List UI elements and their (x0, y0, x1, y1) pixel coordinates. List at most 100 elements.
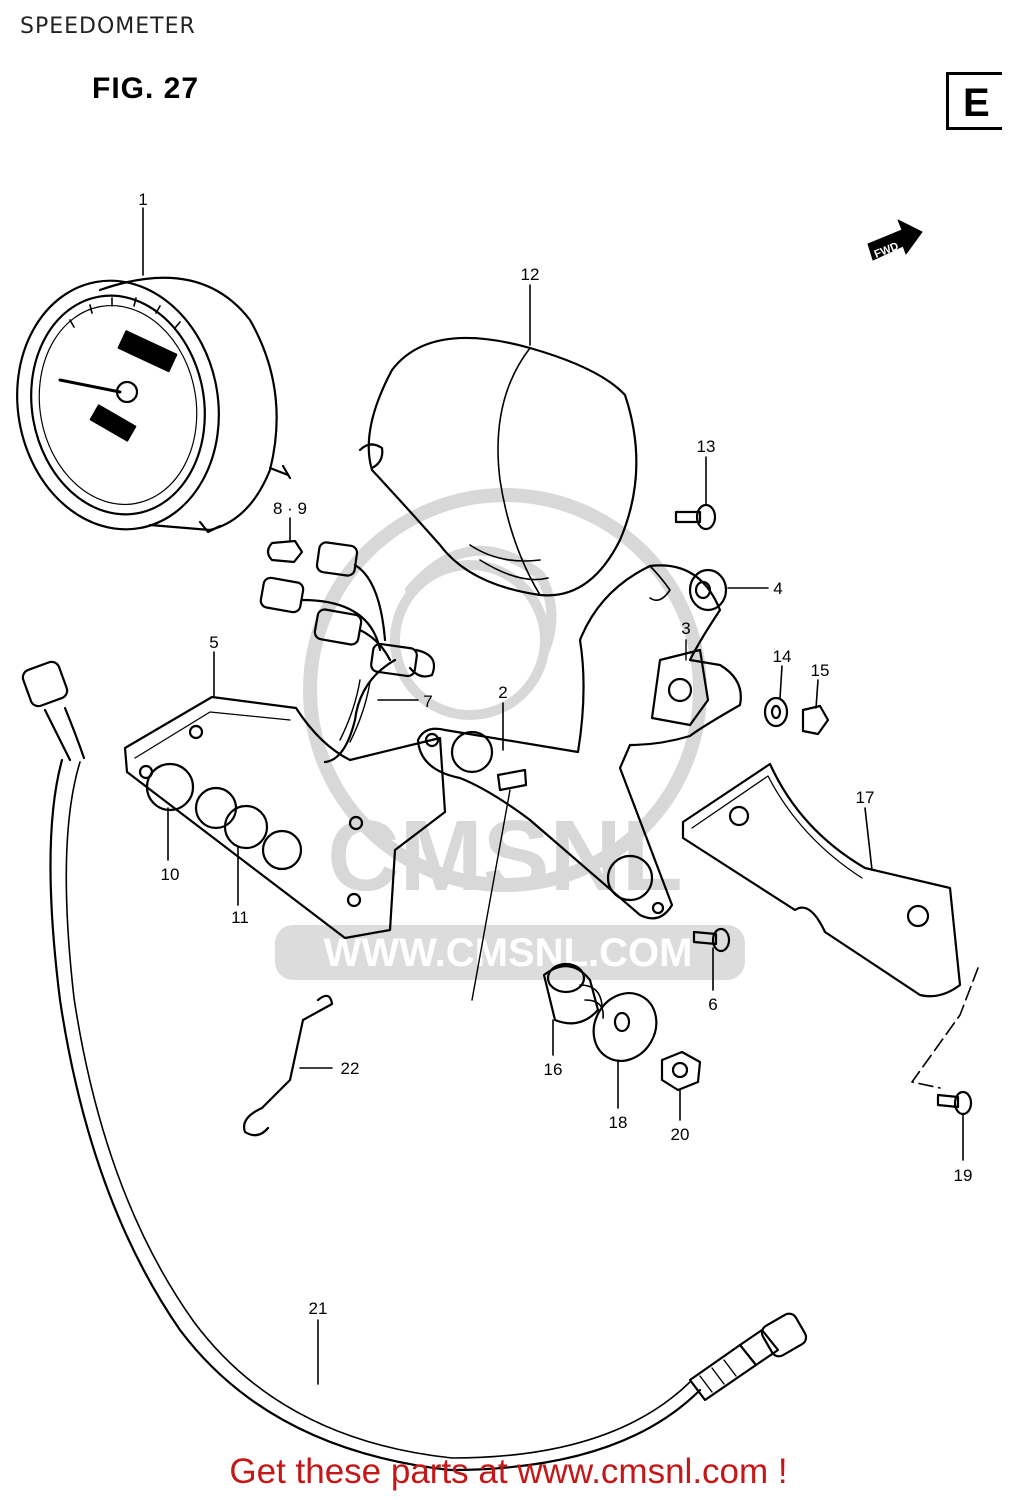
nut-20 (660, 1050, 702, 1092)
socket-b (259, 576, 305, 614)
panel-hole-4 (261, 829, 303, 871)
callout-4: 4 (773, 579, 782, 598)
watermark-url-band (275, 925, 745, 980)
screw-19-shaft (936, 1093, 960, 1109)
callout-8-9: 8 · 9 (273, 499, 307, 518)
callout-22: 22 (341, 1059, 360, 1078)
nut-15-body (801, 704, 830, 736)
trip-window (89, 404, 137, 442)
main-bracket (416, 564, 742, 1001)
switch-body (650, 648, 710, 727)
nut-20-hole (671, 1061, 689, 1079)
damper-16-ribs (579, 984, 604, 1019)
fwd-arrow-shape (867, 219, 923, 261)
screw-13-shaft (674, 510, 702, 524)
washer-14 (763, 696, 789, 728)
washer-14-hole (770, 704, 782, 720)
panel-screw-1 (138, 764, 154, 780)
bracket-hole-large (450, 730, 494, 774)
page-title: SPEEDOMETER (20, 14, 196, 39)
callout-3: 3 (681, 619, 690, 638)
grommet-4-hole (694, 580, 712, 600)
damper-16-top (546, 962, 586, 994)
callout-15: 15 (811, 661, 830, 680)
panel-outline (123, 695, 447, 940)
spring-clip-22 (243, 994, 334, 1137)
fwd-arrow-icon: FWD (867, 219, 923, 261)
cable-line (49, 758, 702, 1472)
bracket-hole-small (424, 732, 440, 748)
damper-16-body (542, 965, 600, 1025)
wiring-harness (259, 539, 436, 764)
bracket-bolt (496, 768, 528, 792)
gauge-tab (198, 520, 222, 534)
socket-a (315, 541, 359, 577)
gauge-bezel-outer (16, 279, 220, 531)
damper-16 (542, 962, 604, 1025)
callout-17: 17 (856, 788, 875, 807)
watermark (303, 488, 707, 892)
callout-20: 20 (671, 1125, 690, 1144)
leader-lines (142, 207, 964, 1385)
cover-notch (358, 443, 384, 470)
panel-hole-2 (194, 786, 238, 830)
callout-10: 10 (161, 865, 180, 884)
odometer-window (117, 330, 178, 373)
callout-14: 14 (773, 647, 792, 666)
grommet-4-front (688, 568, 728, 612)
gauge-mount-stud (268, 464, 292, 480)
callout-7: 7 (423, 692, 432, 711)
wire-loop (408, 648, 436, 678)
cable-ferrule-top (43, 706, 86, 762)
rear-panel-inner (691, 775, 863, 879)
bulb (266, 539, 304, 564)
cable-nut-bottom (760, 1312, 808, 1358)
screw-6 (692, 927, 731, 953)
screw-19 (936, 1090, 973, 1116)
indicator-panel (123, 695, 447, 940)
cover-bottom-slot (469, 544, 549, 581)
panel-screw-4 (346, 892, 362, 908)
leader-15 (815, 679, 819, 709)
watermark-url: WWW.CMSNL.COM (324, 931, 693, 975)
switch-assembly (650, 639, 710, 727)
callout-labels: 1 12 13 8 · 9 4 3 5 14 15 2 7 17 10 11 6… (138, 190, 972, 1318)
gauge-needle (58, 378, 122, 394)
panel-screw-3 (348, 815, 364, 831)
leader-17 (864, 807, 873, 871)
switch-knob (667, 677, 693, 703)
bracket-hole-lower (606, 854, 654, 902)
gauge-housing (98, 276, 278, 532)
callout-13: 13 (697, 437, 716, 456)
screw-19-head (953, 1090, 973, 1116)
rear-panel-screw-2 (906, 904, 930, 928)
cover-inner-edge (497, 347, 541, 596)
callout-19: 19 (954, 1166, 973, 1185)
panel-screw-2 (188, 724, 204, 740)
screw-6-head (711, 927, 731, 953)
callout-18: 18 (609, 1113, 628, 1132)
watermark-ring (303, 488, 707, 892)
bracket-center-line (471, 789, 511, 1001)
rear-panel-screw-1 (728, 805, 750, 827)
grommet-4 (688, 568, 728, 612)
callout-12: 12 (521, 265, 540, 284)
bracket-hole-end (651, 901, 665, 915)
cable-line-2 (65, 761, 691, 1459)
panel-hole-1 (145, 762, 195, 812)
panel-hole-3 (223, 804, 269, 850)
bracket-plate (416, 564, 742, 920)
watermark-hair (405, 545, 557, 655)
gauge-dial (38, 304, 198, 506)
nut-20-body (660, 1050, 702, 1092)
dashed-guide-19 (911, 967, 979, 1089)
cable-nut-top (21, 660, 69, 708)
section-letter: E (963, 81, 990, 125)
washer-18-hole (613, 1011, 631, 1033)
footer-link[interactable]: Get these parts at www.cmsnl.com ! (229, 1452, 788, 1491)
rear-panel-outline (681, 762, 962, 998)
panel-inner-edge (134, 711, 291, 759)
speedometer-cable (21, 660, 808, 1472)
bracket-slot (649, 565, 671, 601)
